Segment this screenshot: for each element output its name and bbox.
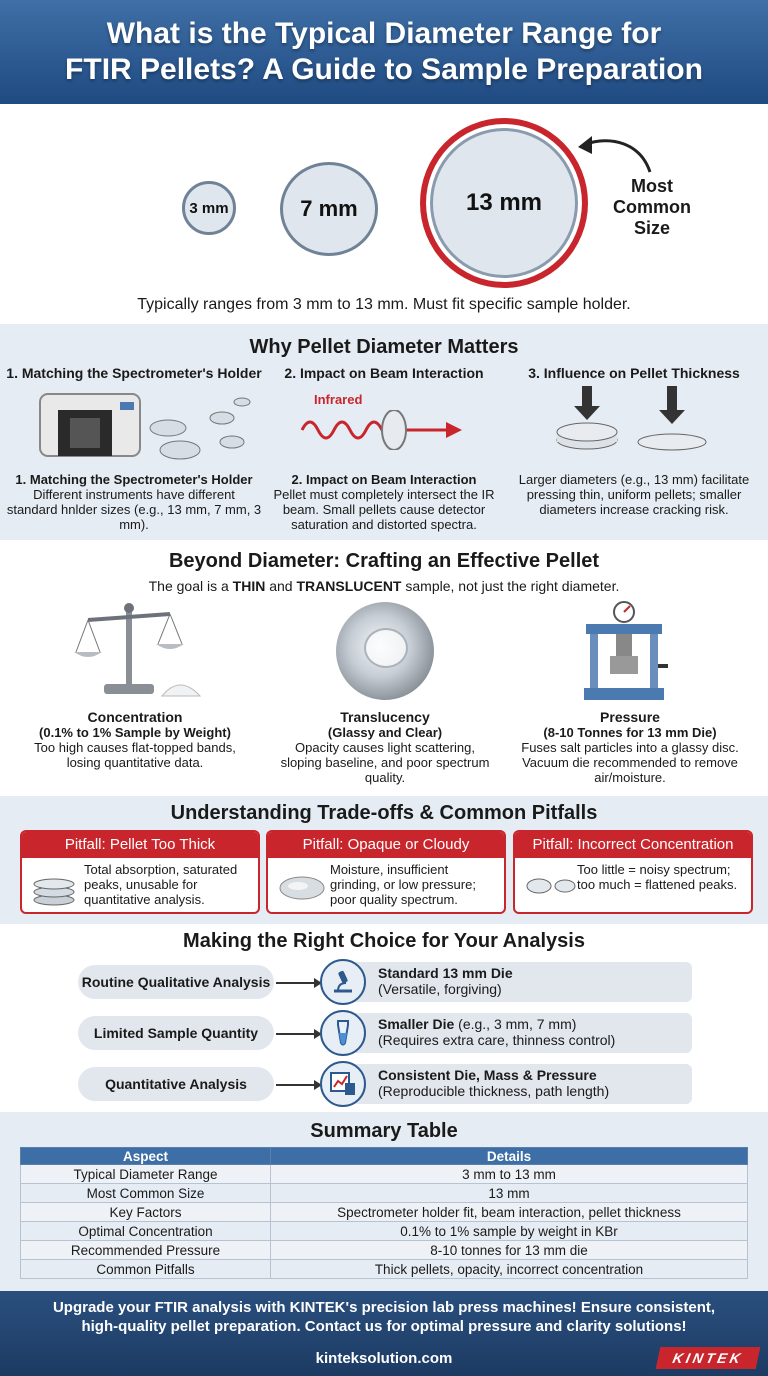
why-col2-heading: 2. Impact on Beam Interaction [284, 365, 484, 381]
pitfall-text: Moisture, insufficient grinding, or low … [330, 862, 476, 907]
choice-limited-sample: Limited Sample Quantity [78, 1016, 274, 1050]
table-cell: 13 mm [270, 1183, 748, 1203]
column-header: Details [270, 1147, 748, 1165]
pitfall-title: Pitfall: Opaque or Cloudy [268, 832, 504, 858]
column-header: Aspect [20, 1147, 271, 1165]
infrared-label: Infrared [314, 392, 363, 407]
table-cell: Common Pitfalls [20, 1259, 271, 1279]
pitfall-card-thick: Pitfall: Pellet Too Thick Total absorpti… [20, 830, 260, 914]
table-cell: Key Factors [20, 1202, 271, 1222]
choice-option: Smaller Die (e.g., 3 mm, 7 mm)(Requires … [346, 1013, 692, 1053]
footer: Upgrade your FTIR analysis with KINTEK's… [0, 1291, 768, 1376]
cloudy-pellet-icon [279, 876, 325, 900]
most-common-label: Most Common Size [613, 176, 691, 238]
concentration-text: Concentration(0.1% to 1% Sample by Weigh… [34, 709, 236, 771]
choice-title: Making the Right Choice for Your Analysi… [183, 930, 585, 952]
summary-title: Summary Table [310, 1120, 458, 1142]
table-cell: Most Common Size [20, 1183, 271, 1203]
choice-routine-qualitative: Routine Qualitative Analysis [78, 965, 274, 999]
why-col3-text: Larger diameters (e.g., 13 mm) facilitat… [518, 472, 750, 517]
pitfall-title: Pitfall: Incorrect Concentration [515, 832, 751, 858]
pitfall-card-opaque: Pitfall: Opaque or Cloudy Moisture, insu… [266, 830, 506, 914]
range-note: Typically ranges from 3 mm to 13 mm. Mus… [137, 296, 631, 313]
table-cell: Thick pellets, opacity, incorrect concen… [270, 1259, 748, 1279]
glassy-disc-icon [364, 628, 408, 668]
footer-cta: Upgrade your FTIR analysis with KINTEK's… [52, 1299, 716, 1335]
arrow-icon [276, 978, 322, 988]
pitfall-text: Too little = noisy spectrum; too much = … [577, 862, 738, 892]
balance-scale-icon [74, 603, 202, 697]
translucent-pellet-photo [336, 602, 434, 700]
chart-calculator-icon [320, 1061, 366, 1107]
table-cell: Recommended Pressure [20, 1240, 271, 1260]
kintek-logo: KINTEK [655, 1347, 761, 1369]
footer-url-link[interactable]: kinteksolution.com [315, 1350, 453, 1367]
infrared-beam-icon [300, 410, 462, 450]
beyond-goal: The goal is a THIN and TRANSLUCENT sampl… [148, 578, 620, 594]
translucency-text: Translucency(Glassy and Clear)Opacity ca… [280, 709, 490, 786]
why-col1-heading: 1. Matching the Spectrometer's Holder [6, 365, 262, 381]
hydraulic-press-icon [584, 601, 668, 700]
stacked-pellets-icon [33, 878, 75, 906]
pressure-text: Pressure(8-10 Tonnes for 13 mm Die)Fuses… [521, 709, 739, 786]
table-cell: Optimal Concentration [20, 1221, 271, 1241]
microscope-icon [320, 959, 366, 1005]
pitfall-text: Total absorption, saturated peaks, unusa… [84, 862, 238, 907]
pellet-7mm: 7 mm [280, 162, 378, 256]
choice-option: Consistent Die, Mass & Pressure(Reproduc… [346, 1064, 692, 1104]
test-tube-icon [320, 1010, 366, 1056]
pitfall-card-concentration: Pitfall: Incorrect Concentration Too lit… [513, 830, 753, 914]
table-cell: Spectrometer holder fit, beam interactio… [270, 1202, 748, 1222]
table-cell: 3 mm to 13 mm [270, 1164, 748, 1184]
arrow-icon [276, 1029, 322, 1039]
curved-arrow-icon [578, 136, 652, 173]
pellet-13mm: 13 mm [420, 118, 588, 288]
table-cell: 8-10 tonnes for 13 mm die [270, 1240, 748, 1260]
choice-quantitative: Quantitative Analysis [78, 1067, 274, 1101]
press-thickness-icon [556, 386, 707, 451]
arrow-icon [276, 1080, 322, 1090]
pellet-3mm: 3 mm [182, 181, 236, 235]
beyond-title: Beyond Diameter: Crafting an Effective P… [168, 550, 600, 572]
table-cell: Typical Diameter Range [20, 1164, 271, 1184]
two-pellets-icon [526, 878, 576, 894]
why-col3-heading: 3. Influence on Pellet Thickness [528, 365, 740, 381]
why-title: Why Pellet Diameter Matters [249, 336, 519, 358]
table-cell: 0.1% to 1% sample by weight in KBr [270, 1221, 748, 1241]
pitfall-title: Pitfall: Pellet Too Thick [22, 832, 258, 858]
spectrometer-icon [39, 393, 251, 460]
pitfalls-title: Understanding Trade-offs & Common Pitfal… [170, 802, 598, 824]
choice-option: Standard 13 mm Die(Versatile, forgiving) [346, 962, 692, 1002]
